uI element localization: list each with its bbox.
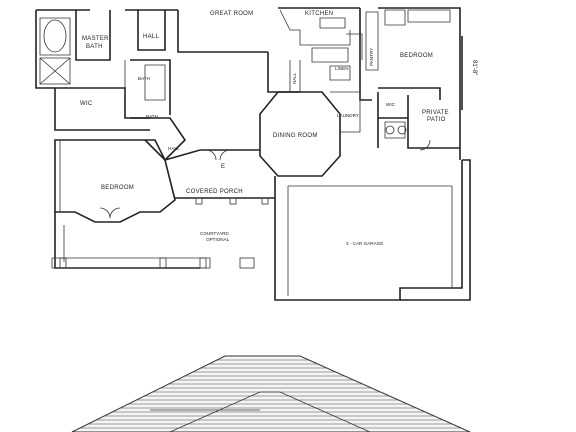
hall-lower-label: HALL <box>168 146 180 151</box>
pantry-label: PANTRY <box>369 48 374 66</box>
master-bath-label: MASTER BATH <box>82 36 111 50</box>
entry-label: E <box>221 164 225 170</box>
dining-room-label: DINING ROOM <box>273 133 318 139</box>
master-suite-walls <box>35 9 187 162</box>
garage-label: 3 - CAR GARAGE <box>346 241 383 246</box>
left-bedroom-walls <box>54 139 176 223</box>
roof-elevation <box>71 355 471 432</box>
laundry-label: LAUNDRY <box>337 113 359 118</box>
garage <box>274 159 471 301</box>
entry-walls <box>164 149 260 161</box>
right-wing-walls <box>377 7 463 160</box>
covered-porch-label: COVERED PORCH <box>186 189 243 195</box>
hall-kitchen-label: HALL <box>292 72 297 84</box>
bath-mid-label: BATH <box>138 76 150 81</box>
master-bath-label-line2: BATH <box>86 44 103 50</box>
great-room-label: GREAT ROOM <box>210 11 253 17</box>
private-patio-label-line2: PATIO <box>427 117 446 123</box>
master-bath-label-line1: MASTER <box>82 36 109 42</box>
bedroom-right-label: BEDROOM <box>400 53 433 59</box>
wic-right-label: WIC <box>386 102 396 107</box>
dimension-label: 81'-8" <box>471 60 477 75</box>
private-patio-label: PRIVATE PATIO <box>422 110 451 123</box>
hall-top-label: HALL <box>143 34 160 40</box>
kitchen-label: KITCHEN <box>305 11 333 17</box>
courtyard-label-line1: COURTYARD <box>200 231 229 236</box>
courtyard-label-line2: OPTIONAL <box>206 237 230 242</box>
bedroom-left-label: BEDROOM <box>101 185 134 191</box>
porch <box>175 197 275 205</box>
courtyard-label: COURTYARD OPTIONAL <box>200 231 230 242</box>
private-patio-label-line1: PRIVATE <box>422 110 449 116</box>
bath-small-label: BATH <box>146 114 158 119</box>
wic-left-label: WIC <box>80 101 93 107</box>
great-room-walls <box>177 7 379 101</box>
courtyard <box>51 212 255 269</box>
dining-room <box>259 60 361 177</box>
linen-label: LINEN <box>335 66 349 71</box>
